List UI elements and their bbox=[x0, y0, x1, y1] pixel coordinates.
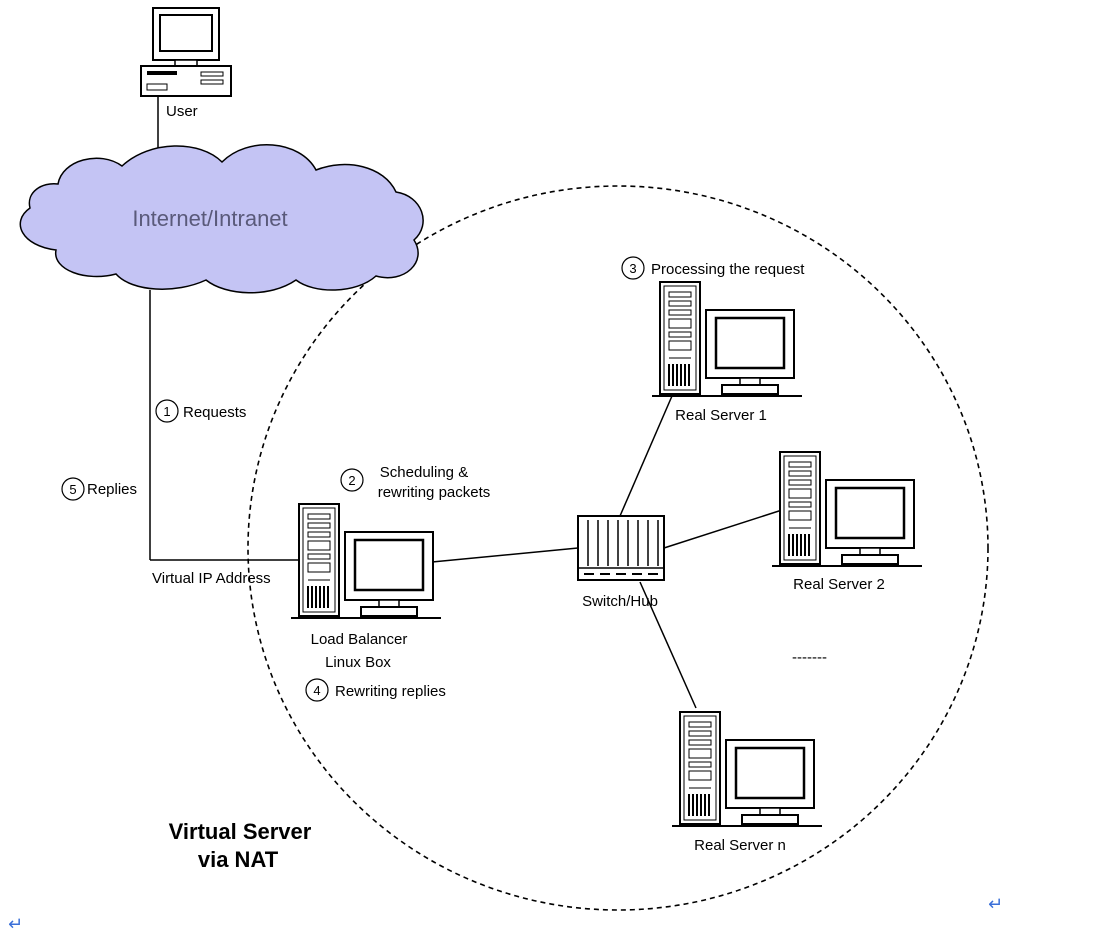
step-5-marker bbox=[61, 477, 85, 501]
network-links bbox=[149, 96, 783, 709]
load-balancer-label-line1: Load Balancer bbox=[311, 631, 408, 648]
step-1-number: 1 bbox=[163, 404, 170, 419]
step-2-label-line2: rewriting packets bbox=[378, 484, 491, 501]
step-4-label: Rewriting replies bbox=[335, 683, 446, 700]
real-server-n-icon bbox=[670, 710, 824, 828]
step-3-number: 3 bbox=[629, 261, 636, 276]
real-server-1-icon bbox=[650, 280, 804, 398]
step-2-marker bbox=[340, 468, 364, 492]
virtual-ip-label: Virtual IP Address bbox=[152, 570, 271, 587]
real-server-n-label: Real Server n bbox=[694, 837, 786, 854]
cloud-icon bbox=[19, 144, 424, 294]
step-5-number: 5 bbox=[69, 482, 76, 497]
step-3-label: Processing the request bbox=[651, 261, 805, 278]
step-3-marker bbox=[621, 256, 645, 280]
step-2-label-line1: Scheduling & bbox=[380, 464, 468, 481]
cloud-label: Internet/Intranet bbox=[132, 206, 287, 231]
load-balancer-server-icon bbox=[289, 502, 443, 620]
step-4-number: 4 bbox=[313, 683, 320, 698]
real-server-2-icon bbox=[770, 450, 924, 568]
step-5-label: Replies bbox=[87, 481, 137, 498]
step-2-number: 2 bbox=[348, 473, 355, 488]
step-1-marker bbox=[155, 399, 179, 423]
diagram-title-line2: via NAT bbox=[198, 847, 279, 872]
paragraph-mark-left: ↵ bbox=[8, 914, 24, 935]
network-switch-icon bbox=[577, 515, 665, 581]
more-servers-ellipsis: ------- bbox=[792, 649, 827, 666]
diagram-title-line1: Virtual Server bbox=[169, 819, 312, 844]
user-label: User bbox=[166, 103, 198, 120]
step-4-marker bbox=[305, 678, 329, 702]
virtual-server-boundary bbox=[247, 185, 989, 911]
step-1-label: Requests bbox=[183, 404, 246, 421]
real-server-1-label: Real Server 1 bbox=[675, 407, 767, 424]
user-computer-icon bbox=[140, 7, 232, 97]
real-server-2-label: Real Server 2 bbox=[793, 576, 885, 593]
paragraph-mark-right: ↵ bbox=[988, 894, 1004, 915]
load-balancer-label-line2: Linux Box bbox=[325, 654, 391, 671]
switch-label: Switch/Hub bbox=[582, 593, 658, 610]
